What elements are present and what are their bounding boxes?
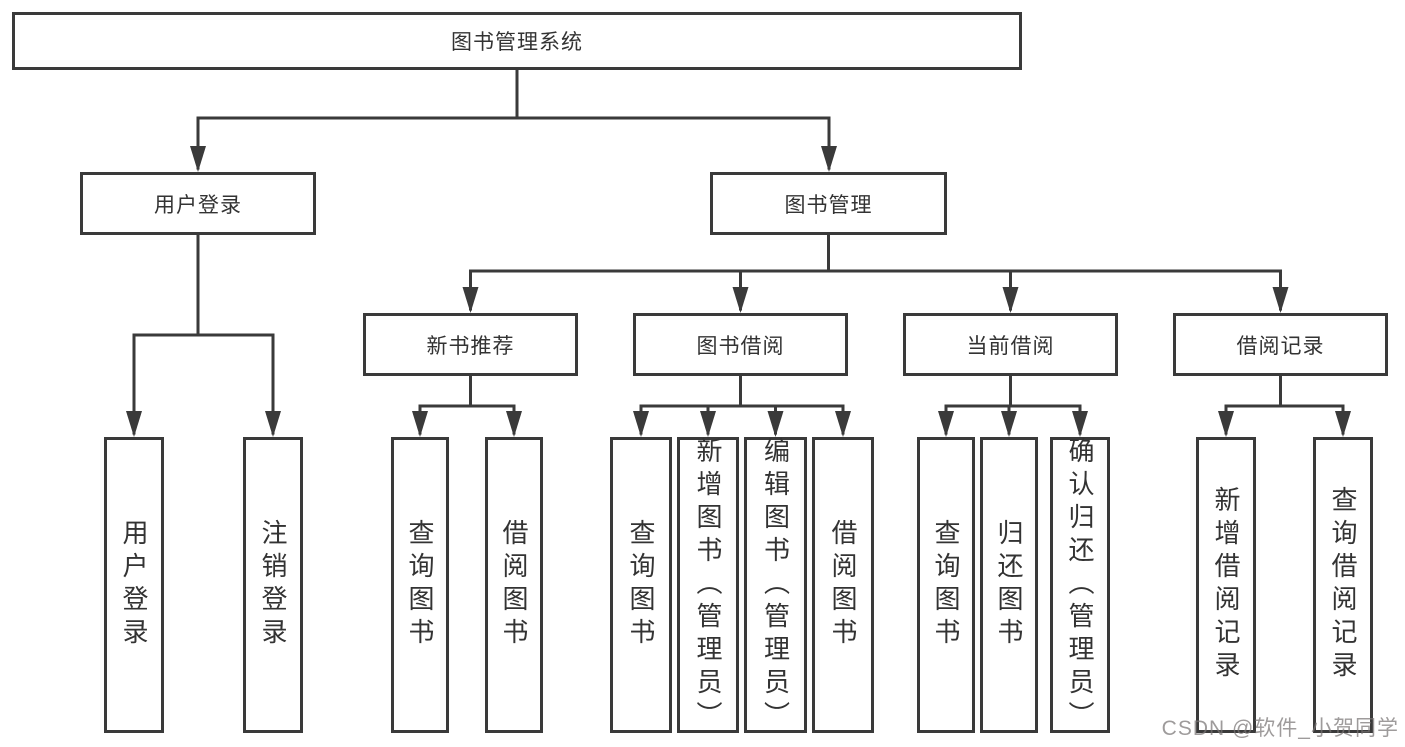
arrowhead (835, 411, 851, 437)
leaf-label: 查询图书 (405, 519, 435, 651)
leaf-current-confirm-return-admin: 确认归还（管理员） (1050, 436, 1110, 734)
connector-borrow-record-children (1218, 374, 1351, 437)
node-book-borrow: 图书借阅 (633, 313, 848, 376)
leaf-label: 查询借阅记录 (1328, 486, 1358, 684)
arrowhead (1218, 411, 1234, 437)
leaf-label: 编辑图书（管理员） (760, 436, 791, 734)
arrowhead (938, 411, 954, 437)
arrowhead (767, 411, 784, 437)
arrowhead (126, 411, 142, 437)
connector-new-book-children (412, 374, 522, 437)
arrowhead (1272, 287, 1289, 313)
leaf-label: 注销登录 (258, 519, 288, 651)
leaf-label: 查询图书 (931, 519, 961, 651)
node-label: 图书管理 (784, 193, 873, 217)
node-current-borrow: 当前借阅 (903, 313, 1118, 376)
leaf-label: 确认归还（管理员） (1065, 436, 1095, 734)
node-label: 图书借阅 (696, 334, 785, 358)
node-book-management: 图书管理 (710, 172, 947, 235)
node-label: 当前借阅 (966, 334, 1055, 358)
leaf-current-query-books: 查询图书 (917, 437, 975, 733)
node-label: 新书推荐 (426, 334, 515, 358)
arrowhead (506, 411, 522, 437)
leaf-newbook-borrow-books: 借阅图书 (485, 437, 543, 733)
node-new-book-recommend: 新书推荐 (363, 313, 578, 376)
leaf-borrow-add-books-admin: 新增图书（管理员） (677, 436, 739, 734)
leaf-borrow-borrow-books: 借阅图书 (812, 437, 874, 733)
arrowhead (412, 411, 428, 437)
node-library-management-system: 图书管理系统 (12, 12, 1022, 70)
leaf-record-query-borrow-record: 查询借阅记录 (1313, 437, 1373, 733)
leaf-label: 新增借阅记录 (1211, 486, 1241, 684)
node-user-login: 用户登录 (80, 172, 316, 235)
arrowhead (265, 411, 281, 437)
node-label: 图书管理系统 (451, 31, 583, 54)
leaf-logout-login: 注销登录 (243, 437, 303, 733)
leaf-newbook-query-books: 查询图书 (391, 437, 449, 733)
connector-user-login-children (126, 233, 281, 437)
leaf-label: 新增图书（管理员） (693, 436, 723, 734)
arrowhead (732, 287, 749, 313)
leaf-label: 归还图书 (994, 519, 1024, 651)
leaf-label: 查询图书 (626, 519, 656, 651)
arrowhead (1002, 287, 1019, 313)
csdn-watermark: CSDN @软件_小贺同学 (1161, 717, 1399, 740)
arrowhead (700, 411, 716, 437)
leaf-borrow-query-books: 查询图书 (610, 437, 672, 733)
connector-book-borrow-children (633, 374, 851, 437)
arrowhead (462, 287, 479, 313)
arrowhead (1001, 411, 1017, 437)
connector-book-management-children (462, 233, 1289, 313)
connector-root-to-level2 (190, 68, 837, 172)
leaf-label: 借阅图书 (499, 519, 529, 651)
node-borrow-record: 借阅记录 (1173, 313, 1388, 376)
leaf-borrow-edit-books-admin: 编辑图书（管理员） (744, 436, 807, 734)
leaf-current-return-books: 归还图书 (980, 437, 1038, 733)
leaf-record-add-borrow-record: 新增借阅记录 (1196, 437, 1256, 733)
leaf-label: 借阅图书 (828, 519, 858, 651)
arrowhead (1335, 411, 1351, 437)
node-label: 用户登录 (154, 193, 242, 217)
leaf-user-login: 用户登录 (104, 437, 164, 733)
leaf-label: 用户登录 (119, 519, 149, 651)
arrowhead (190, 146, 206, 172)
arrowhead (821, 146, 837, 172)
arrowhead (633, 411, 649, 437)
connector-current-borrow-children (938, 374, 1088, 437)
node-label: 借阅记录 (1236, 334, 1325, 358)
arrowhead (1072, 411, 1088, 437)
